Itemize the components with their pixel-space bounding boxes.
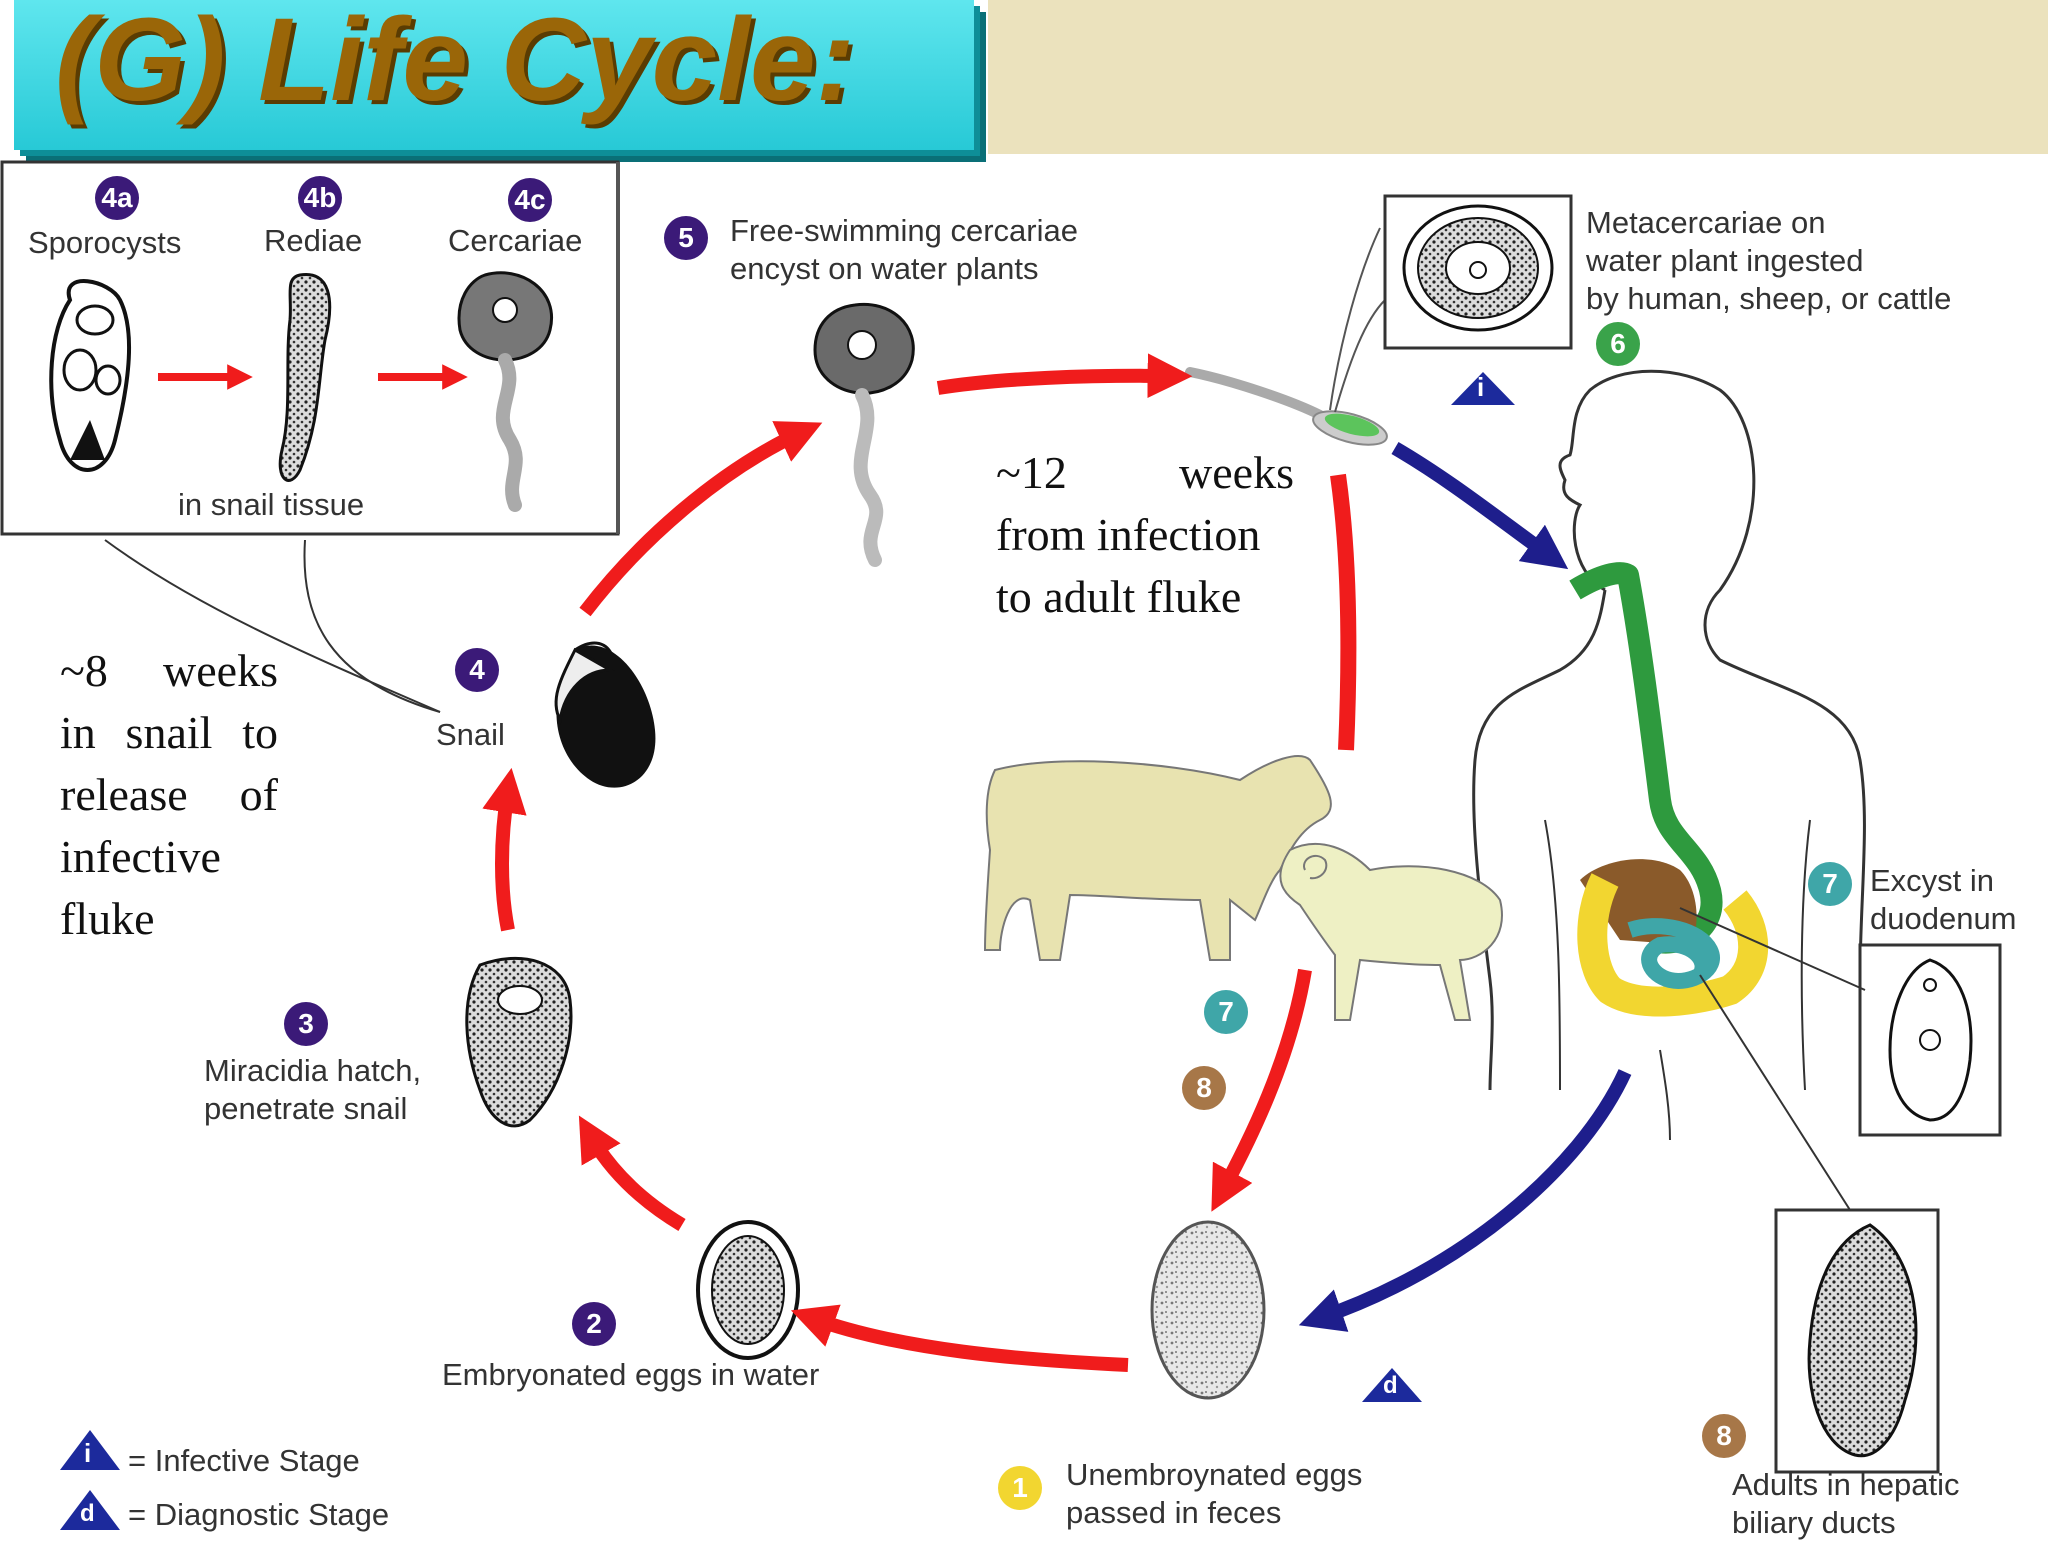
miracidium-figure (465, 957, 573, 1128)
badge-5: 5 (664, 216, 708, 260)
infective-marker (1451, 372, 1515, 405)
cow-figure (983, 755, 1332, 961)
badge-7-animal: 7 (1204, 990, 1248, 1034)
human-figure (1472, 369, 1882, 1141)
step2-label: Embryonated eggs in water (442, 1357, 820, 1392)
badge-3: 3 (284, 1002, 328, 1046)
sporocysts-label: Sporocysts (28, 225, 182, 260)
spoon-figure (1185, 227, 1388, 446)
title-banner (14, 0, 974, 150)
infection-duration-note: ~12 weeks from infection to adult fluke (996, 442, 1294, 628)
unembryonated-egg-figure (1150, 1220, 1266, 1400)
embryonated-egg-figure (696, 1220, 800, 1360)
legend-infective-icon (60, 1430, 120, 1470)
step3-label-line2: penetrate snail (204, 1091, 408, 1126)
infection-note-line1: ~12 weeks (996, 447, 1294, 498)
step7-label-line1: Excyst in (1870, 863, 1995, 898)
badge-8: 8 (1702, 1414, 1746, 1458)
step6-label-line2: water plant ingested (1586, 243, 1864, 278)
diagnostic-marker (1362, 1368, 1422, 1402)
step1-label-line2: passed in feces (1066, 1495, 1282, 1530)
step8-label-line1: Adults in hepatic (1732, 1467, 1960, 1502)
step3-label-line1: Miracidia hatch, (204, 1053, 422, 1088)
infection-note-line2: from infection (996, 509, 1261, 560)
snail-note-line2: in snail to (60, 707, 278, 758)
legend-diagnostic-label: = Diagnostic Stage (128, 1497, 390, 1532)
rediae-figure (278, 272, 332, 482)
snail-note-line1: ~8 weeks (60, 645, 278, 696)
legend-diagnostic-letter: d (80, 1500, 95, 1527)
snail-duration-note: ~8 weeks in snail to release of infectiv… (60, 640, 278, 950)
rediae-label: Rediae (264, 223, 363, 258)
step6-label-line3: by human, sheep, or cattle (1586, 281, 1952, 316)
excyst-figure (1888, 958, 1973, 1122)
step5-label-line2: encyst on water plants (730, 251, 1039, 286)
infection-note-line3: to adult fluke (996, 571, 1242, 622)
inset-caption: in snail tissue (178, 487, 365, 522)
snail-note-line4: infective (60, 831, 221, 882)
step7-label-line2: duodenum (1870, 901, 2017, 936)
badge-7: 7 (1808, 862, 1852, 906)
badge-4b: 4b (298, 176, 342, 220)
page-title: (G) Life Cycle: (55, 0, 855, 126)
step1-label-line1: Unembroynated eggs (1066, 1457, 1363, 1492)
badge-4a: 4a (95, 176, 139, 220)
cercaria-figure (457, 271, 553, 512)
cercariae-label: Cercariae (448, 223, 583, 258)
sporocyst-figure (49, 279, 132, 472)
badge-4c: 4c (508, 178, 552, 222)
snail-note-line3: release of (60, 769, 278, 820)
snail-label: Snail (436, 717, 505, 752)
adult-fluke-figure (1807, 1223, 1918, 1458)
free-cercaria-figure (813, 302, 915, 567)
snail-figure (554, 641, 656, 788)
badge-1: 1 (998, 1466, 1042, 1510)
badge-2: 2 (572, 1302, 616, 1346)
header-panel (988, 0, 2048, 154)
metacercaria-figure (1402, 204, 1554, 332)
legend-infective-label: = Infective Stage (128, 1443, 360, 1478)
badge-6: 6 (1596, 322, 1640, 366)
step8-label-line2: biliary ducts (1732, 1505, 1896, 1540)
sheep-figure (1279, 842, 1503, 1021)
badge-4: 4 (455, 648, 499, 692)
step5-label-line1: Free-swimming cercariae (730, 213, 1078, 248)
badge-8-animal: 8 (1182, 1066, 1226, 1110)
diagnostic-letter: d (1383, 1372, 1398, 1399)
legend-diagnostic-icon (60, 1490, 120, 1530)
snail-note-line5: fluke (60, 893, 155, 944)
legend-infective-letter: i (84, 1438, 92, 1468)
step6-label-line1: Metacercariae on (1586, 205, 1826, 240)
infective-letter: i (1477, 372, 1485, 402)
